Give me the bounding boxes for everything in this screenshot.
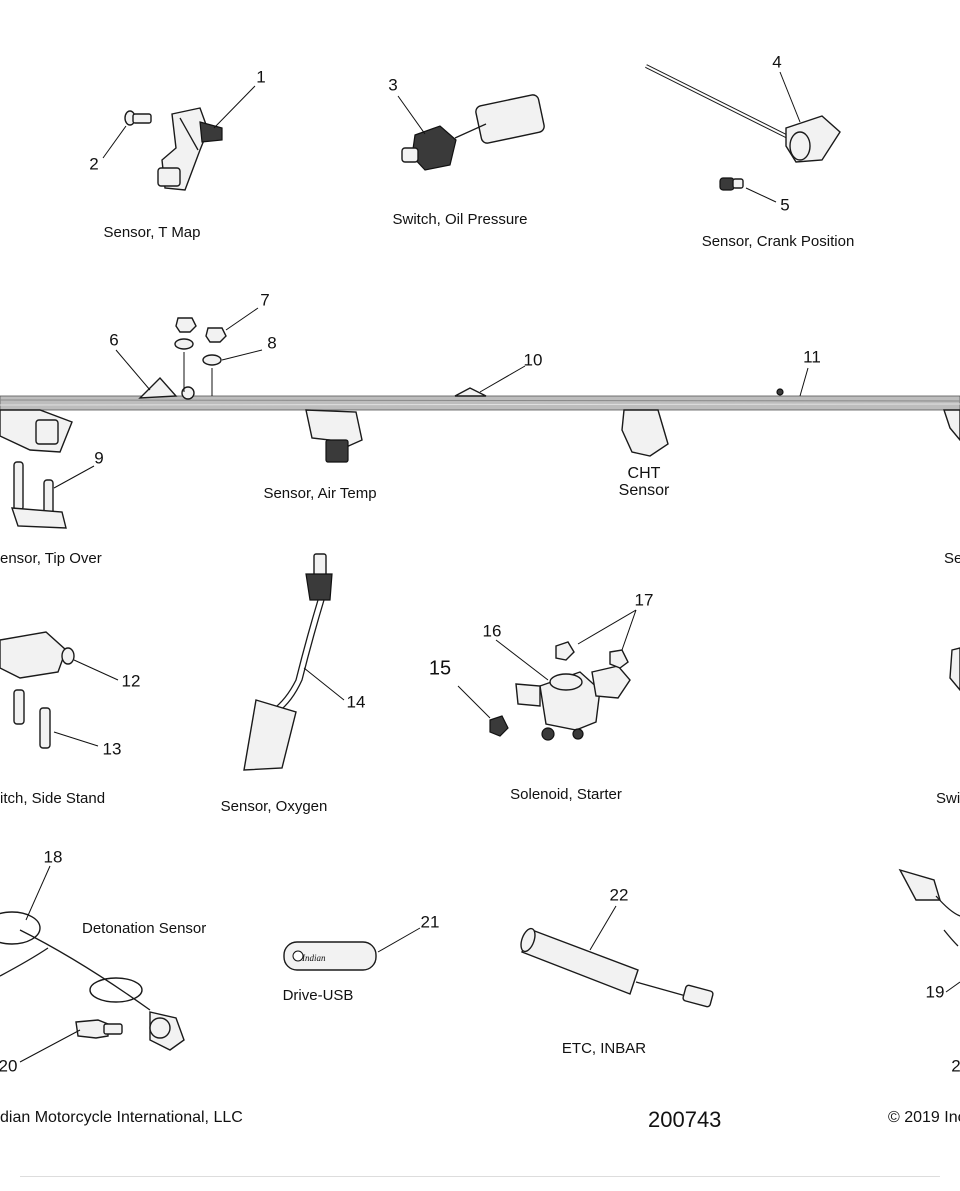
- side-stand-switch-part: [0, 631, 75, 749]
- callout-14: 14: [346, 692, 366, 712]
- nuts-washers-7-8: [174, 317, 227, 396]
- callout-3: 3: [388, 75, 398, 95]
- callout-17: 17: [634, 590, 654, 610]
- callout-21: 21: [420, 912, 440, 932]
- callout-1: 1: [256, 67, 266, 87]
- label-sensor-tip-over: ensor, Tip Over: [0, 550, 102, 567]
- callout-2: 2: [89, 154, 99, 174]
- callout-6: 6: [109, 330, 119, 350]
- callout-5: 5: [780, 195, 790, 215]
- tip-over-sensor-part: [11, 461, 67, 529]
- right-edge-connector: [943, 409, 960, 442]
- label-sensor-crank-position: Sensor, Crank Position: [701, 233, 855, 250]
- air-temp-sensor-part: [305, 409, 363, 463]
- callout-11: 11: [803, 347, 821, 367]
- footer-document-number: 200743: [648, 1107, 722, 1132]
- label-switch-oil-pressure: Switch, Oil Pressure: [392, 211, 528, 228]
- callout-18: 18: [43, 847, 63, 867]
- t-map-sensor-part: [157, 107, 223, 191]
- usb-drive-part: [283, 941, 377, 971]
- callout-10: 10: [523, 350, 543, 370]
- label-cht: CHT: [627, 465, 661, 482]
- starter-solenoid-part: [489, 641, 631, 741]
- detonation-sensor-part: [0, 911, 185, 1051]
- scan-artifacts: [20, 1176, 940, 1177]
- callout-7: 7: [260, 290, 270, 310]
- callout-20: 20: [0, 1056, 18, 1076]
- callout-19: 19: [925, 982, 945, 1002]
- cht-sensor-part: [621, 409, 669, 457]
- bolt-item-5: [719, 177, 744, 191]
- label-drive-usb: Drive-USB: [282, 987, 354, 1004]
- right-edge-sensor-19: [898, 868, 960, 947]
- label-sensor-t-map: Sensor, T Map: [103, 224, 201, 241]
- screw-item-2: [124, 110, 152, 126]
- oil-pressure-switch-part: [401, 94, 545, 171]
- callout-8: 8: [267, 333, 277, 353]
- callout-16: 16: [482, 621, 502, 641]
- footer-company: dian Motorcycle International, LLC: [0, 1109, 243, 1126]
- wire-harness-part: [0, 376, 960, 411]
- label-etc-inbar: ETC, INBAR: [561, 1040, 647, 1057]
- callout-9: 9: [94, 448, 104, 468]
- callout-22: 22: [609, 885, 629, 905]
- callout-12: 12: [121, 671, 141, 691]
- label-solenoid-starter: Solenoid, Starter: [510, 786, 622, 803]
- callout-15: 15: [428, 657, 452, 680]
- etc-inbar-part: [520, 927, 714, 1008]
- crank-position-sensor-part: [645, 64, 841, 163]
- label-cht-sensor: Sensor: [618, 482, 670, 499]
- label-detonation-sensor: Detonation Sensor: [82, 920, 207, 937]
- label-switch-side-stand: itch, Side Stand: [0, 790, 106, 807]
- callout-2-right-edge: 2: [951, 1056, 960, 1076]
- callout-13: 13: [102, 739, 122, 759]
- footer-copyright: © 2019 Inc: [888, 1109, 960, 1126]
- usb-brand-logo: Indian: [302, 953, 326, 963]
- tip-over-sensor-connector: [0, 409, 73, 453]
- label-sensor-oxygen: Sensor, Oxygen: [220, 798, 328, 815]
- callout-4: 4: [772, 52, 782, 72]
- right-edge-switch-part: [949, 647, 960, 692]
- label-right-edge-swi: Swi: [936, 790, 960, 807]
- label-right-edge-se: Se: [944, 550, 960, 567]
- oxygen-sensor-part: [243, 553, 333, 771]
- label-sensor-air-temp: Sensor, Air Temp: [263, 485, 377, 502]
